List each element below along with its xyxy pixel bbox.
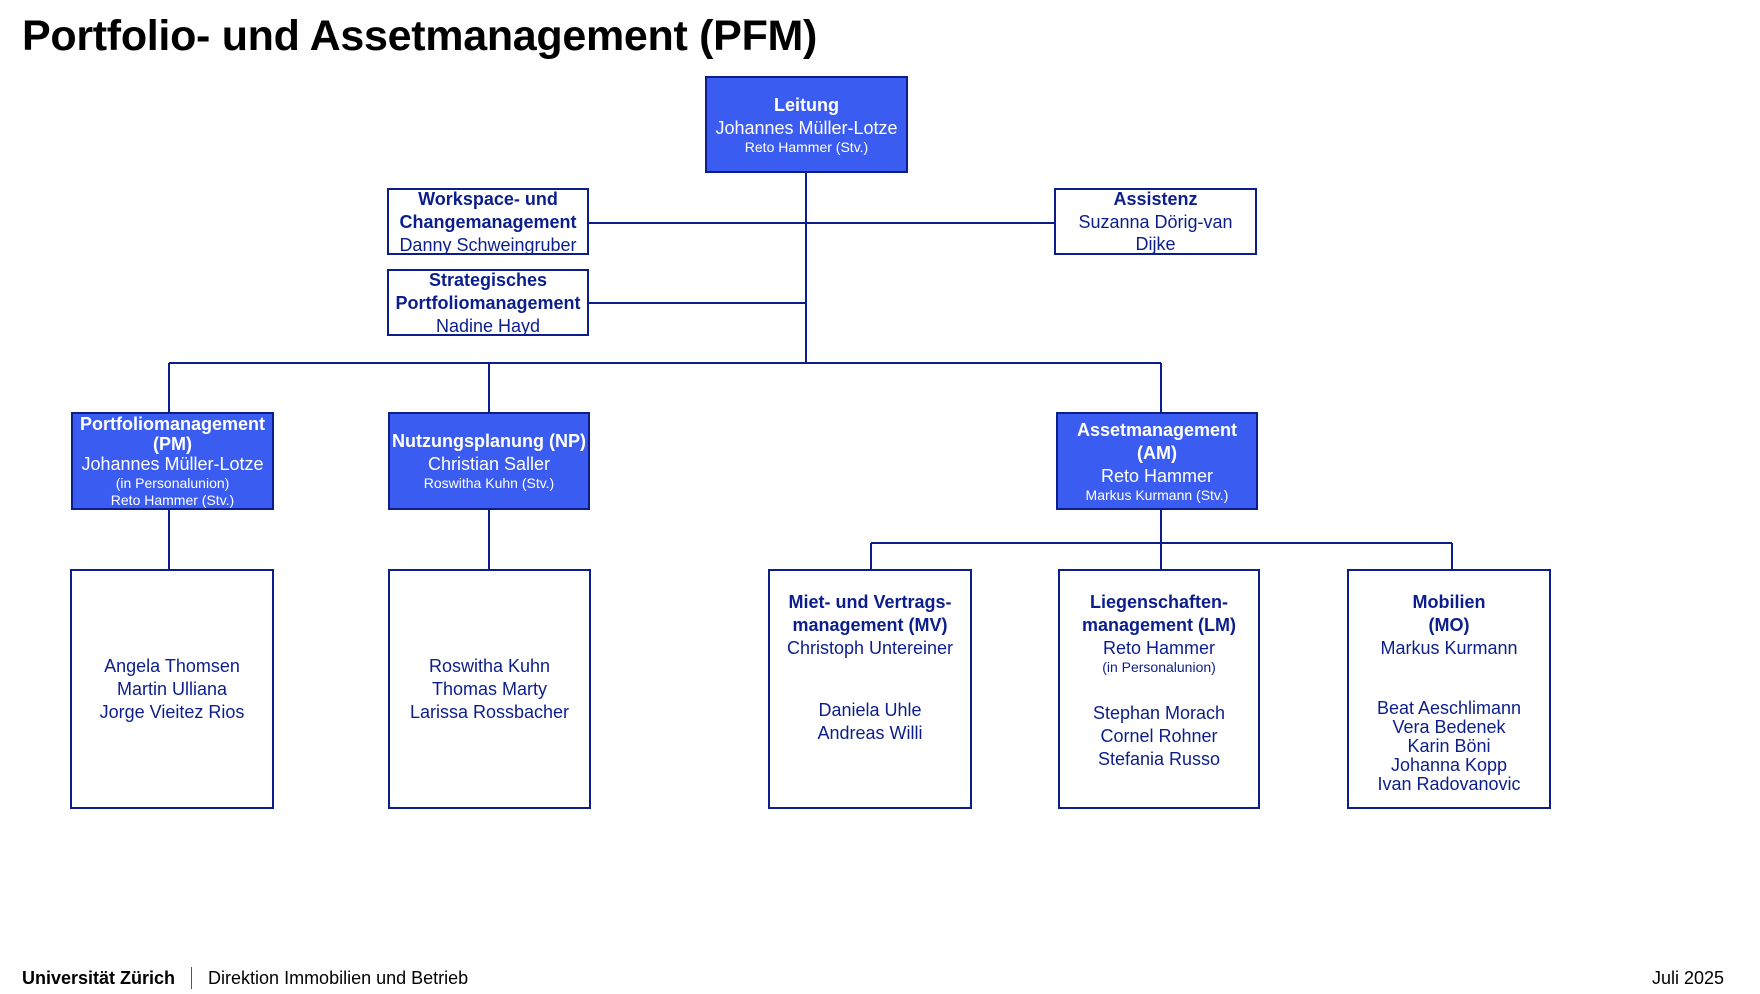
mo-box: Mobilien (MO) Markus Kurmann Beat Aeschl…: [1347, 569, 1551, 809]
list-item: Roswitha Kuhn: [428, 655, 551, 676]
list-item: Johanna Kopp: [1390, 755, 1508, 775]
pm-name: Johannes Müller-Lotze: [81, 454, 264, 474]
list-item: Angela Thomsen: [104, 655, 240, 676]
am-name: Reto Hammer: [1100, 465, 1214, 486]
am-deputy: Markus Kurmann (Stv.): [1085, 486, 1229, 503]
list-item: Stefania Russo: [1097, 749, 1221, 769]
list-item: Larissa Rossbacher: [409, 701, 570, 722]
np-team-list: Roswitha Kuhn Thomas Marty Larissa Rossb…: [410, 655, 569, 724]
am-box: Assetmanagement (AM) Reto Hammer Markus …: [1056, 412, 1258, 510]
mo-title-1: Mobilien: [1412, 592, 1486, 612]
list-item: Cornel Rohner: [1100, 726, 1218, 746]
pm-note: (in Personalunion): [115, 475, 230, 491]
list-item: Beat Aeschlimann: [1376, 698, 1522, 718]
leitung-deputy: Reto Hammer (Stv.): [744, 138, 869, 155]
np-deputy: Roswitha Kuhn (Stv.): [423, 475, 555, 491]
mo-lead: Markus Kurmann: [1380, 638, 1518, 658]
am-title: Assetmanagement (AM): [1076, 419, 1238, 463]
footer: Universität Zürich Direktion Immobilien …: [22, 966, 468, 990]
lm-box: Liegenschaften- management (LM) Reto Ham…: [1058, 569, 1260, 809]
list-item: Stephan Morach: [1092, 703, 1226, 723]
strategisch-title-1: Strategisches: [428, 269, 548, 290]
footer-date: Juli 2025: [1651, 968, 1724, 988]
workspace-name: Danny Schweingruber: [399, 234, 577, 255]
list-item: Andreas Willi: [817, 723, 923, 743]
footer-divider: [191, 967, 193, 989]
assistenz-name: Suzanna Dörig-van Dijke: [1078, 212, 1233, 254]
strategisch-name: Nadine Hayd: [435, 315, 541, 336]
strategisch-title-2: Portfoliomanagement: [395, 292, 581, 313]
lm-lead: Reto Hammer: [1102, 638, 1216, 658]
pm-deputy: Reto Hammer (Stv.): [110, 492, 235, 508]
pm-title-1: Portfoliomanagement: [79, 414, 266, 434]
np-title: Nutzungsplanung (NP): [392, 431, 586, 451]
list-item: Vera Bedenek: [1392, 717, 1506, 737]
workspace-title-1: Workspace- und: [418, 188, 558, 209]
mv-members: Daniela Uhle Andreas Willi: [817, 699, 922, 745]
list-item: Ivan Radovanovic: [1377, 774, 1521, 794]
workspace-title-2: Changemanagement: [399, 211, 577, 232]
mv-title-1: Miet- und Vertrags-: [788, 592, 952, 612]
pm-team-list: Angela Thomsen Martin Ulliana Jorge Viei…: [100, 655, 245, 724]
np-box: Nutzungsplanung (NP) Christian Saller Ro…: [388, 412, 590, 510]
leitung-title: Leitung: [774, 94, 839, 115]
pm-title-2: (PM): [153, 434, 192, 454]
list-item: Martin Ulliana: [116, 678, 228, 699]
leitung-name: Johannes Müller-Lotze: [715, 117, 898, 138]
page-title: Portfolio- und Assetmanagement (PFM): [22, 12, 818, 60]
list-item: Karin Böni: [1407, 736, 1491, 756]
np-name: Christian Saller: [427, 454, 551, 474]
list-item: Jorge Vieitez Rios: [99, 701, 245, 722]
lm-title-2: management (LM): [1081, 615, 1236, 635]
lm-note: (in Personalunion): [1102, 659, 1216, 675]
footer-university: Universität Zürich: [22, 968, 176, 988]
lm-members: Stephan Morach Cornel Rohner Stefania Ru…: [1093, 702, 1225, 771]
strategisch-box: Strategisches Portfoliomanagement Nadine…: [387, 269, 589, 336]
mv-box: Miet- und Vertrags- management (MV) Chri…: [768, 569, 972, 809]
list-item: Daniela Uhle: [818, 700, 922, 720]
assistenz-box: Assistenz Suzanna Dörig-van Dijke: [1054, 188, 1257, 255]
mo-title-2: (MO): [1428, 615, 1470, 635]
assistenz-title: Assistenz: [1113, 189, 1198, 209]
pm-team-box: Angela Thomsen Martin Ulliana Jorge Viei…: [70, 569, 274, 809]
mo-members: Beat Aeschlimann Vera Bedenek Karin Böni…: [1377, 699, 1521, 794]
leitung-box: Leitung Johannes Müller-Lotze Reto Hamme…: [705, 76, 908, 173]
lm-title-1: Liegenschaften-: [1089, 592, 1229, 612]
list-item: Thomas Marty: [431, 678, 547, 699]
np-team-box: Roswitha Kuhn Thomas Marty Larissa Rossb…: [388, 569, 591, 809]
pm-box: Portfoliomanagement (PM) Johannes Müller…: [71, 412, 274, 510]
mv-title-2: management (MV): [792, 615, 948, 635]
footer-department: Direktion Immobilien und Betrieb: [208, 968, 469, 988]
workspace-box: Workspace- und Changemanagement Danny Sc…: [387, 188, 589, 255]
mv-lead: Christoph Untereiner: [786, 638, 954, 658]
